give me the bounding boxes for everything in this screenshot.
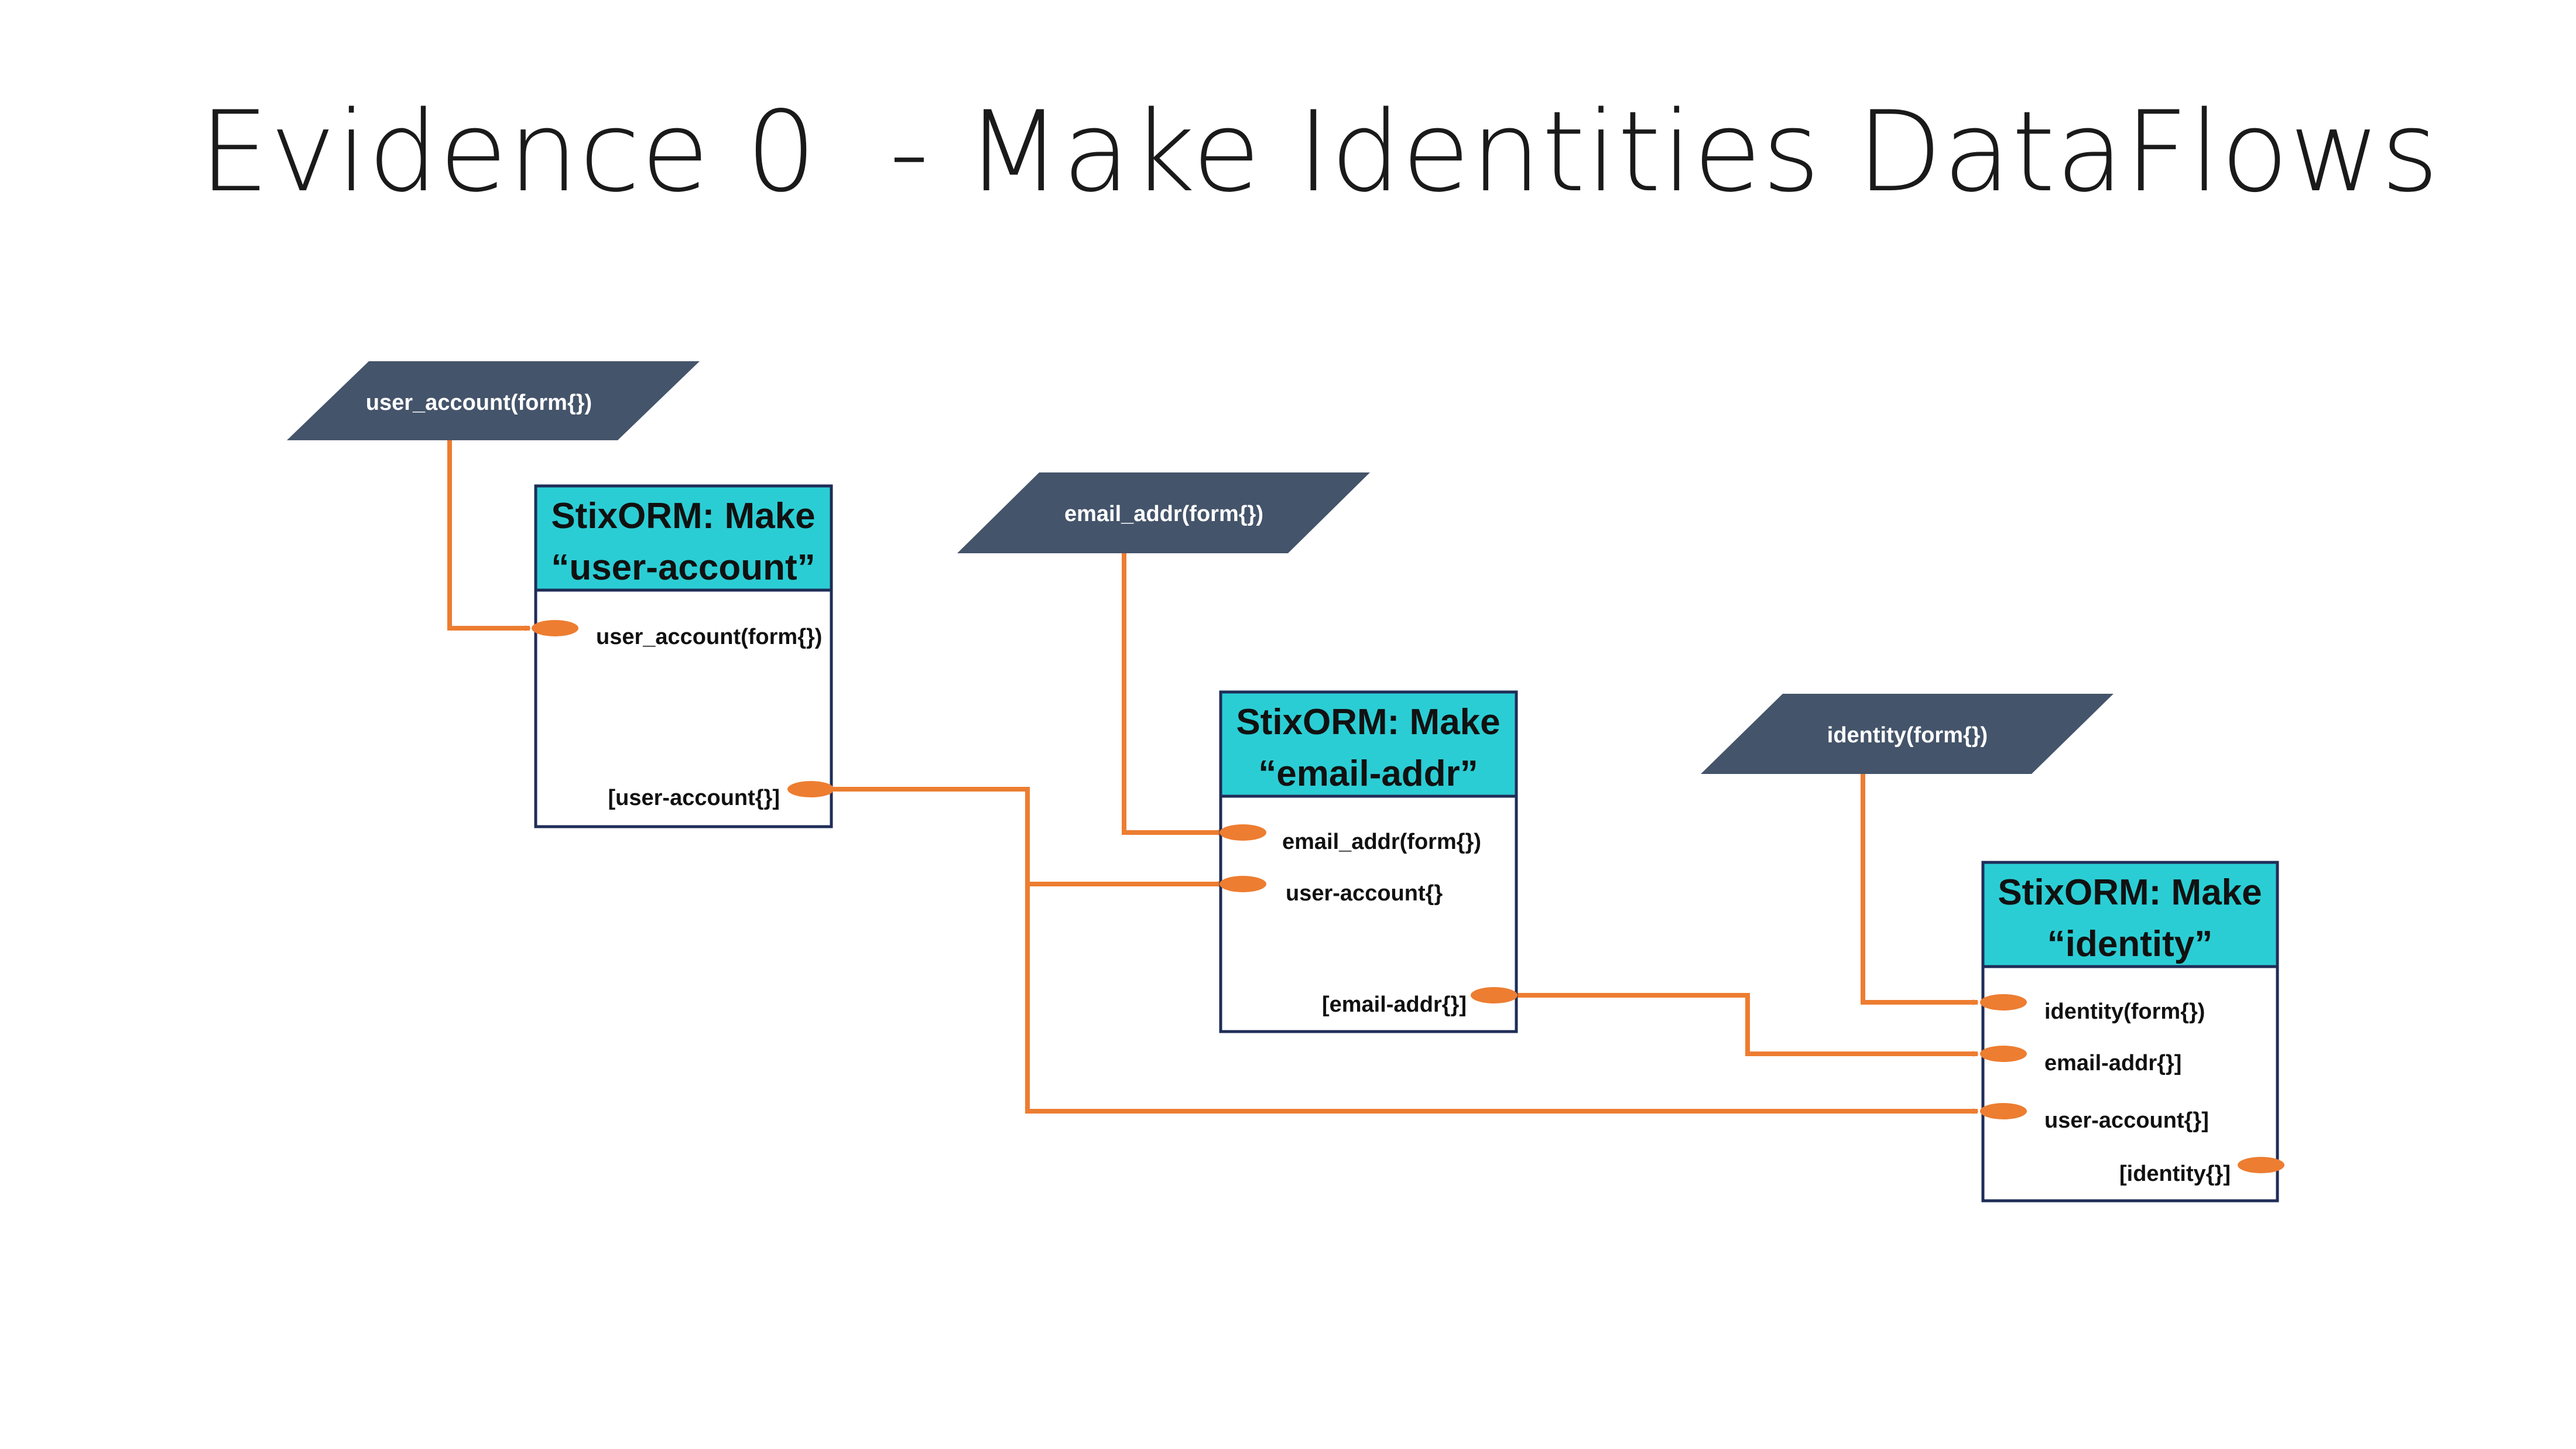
block-header-line2: “user-account”: [551, 547, 815, 588]
input-label: email_addr(form{}): [1064, 502, 1263, 526]
input-port[interactable]: [1980, 994, 2027, 1010]
block-email-addr: StixORM: Make “email-addr” email_addr(fo…: [1219, 690, 1518, 1033]
port-label: [user-account{}]: [608, 786, 780, 810]
port-label: user-account{}: [1286, 881, 1443, 906]
input-user-account: user_account(form{}): [287, 361, 700, 440]
block-header-line1: StixORM: Make: [1998, 872, 2262, 913]
connector-ua-input-to-ua-block: [447, 440, 531, 631]
block-identity: StixORM: Make “identity” identity(form{}…: [1980, 861, 2284, 1203]
connectors: [447, 440, 1979, 1114]
input-port[interactable]: [1980, 1103, 2027, 1119]
port-label: user_account(form{}): [596, 625, 822, 649]
block-header: [534, 484, 833, 592]
block-header-line1: StixORM: Make: [551, 496, 815, 536]
port-label: email_addr(form{}): [1282, 830, 1481, 854]
block-header-line1: StixORM: Make: [1236, 702, 1500, 742]
block-header: [1981, 861, 2279, 968]
input-shape: [287, 361, 700, 440]
input-label: user_account(form{}): [366, 390, 592, 415]
block-header: [1219, 690, 1518, 798]
input-label: identity(form{}): [1827, 723, 1988, 748]
port-label: email-addr{}]: [2044, 1051, 2181, 1075]
input-identity: identity(form{}): [1701, 694, 2113, 774]
input-port[interactable]: [1220, 876, 1266, 892]
input-shape: [957, 472, 1370, 553]
input-port[interactable]: [1220, 824, 1266, 841]
connector-id-input-to-id-block: [1861, 774, 1979, 1005]
input-shape: [1701, 694, 2113, 774]
input-email-addr: email_addr(form{}): [957, 472, 1370, 553]
output-port[interactable]: [2238, 1157, 2284, 1173]
connector-ua-out-to-identity-block: [1025, 884, 1979, 1114]
connector-ea-out-to-identity-block: [1493, 993, 1979, 1057]
output-port[interactable]: [787, 781, 834, 797]
connector-ua-out-to-ea-block: [811, 787, 1224, 887]
slide-title: Evidence 0 - Make Identities DataFlows: [199, 87, 2440, 217]
output-port[interactable]: [1471, 987, 1517, 1003]
connector-ea-input-to-ea-block: [1122, 553, 1224, 835]
input-port[interactable]: [532, 620, 578, 636]
port-label: user-account{}]: [2044, 1108, 2209, 1133]
port-label: identity(form{}): [2044, 999, 2205, 1024]
port-label: [identity{}]: [2119, 1162, 2231, 1186]
block-user-account: StixORM: Make “user-account” user_accoun…: [532, 484, 834, 828]
port-label: [email-addr{}]: [1322, 992, 1467, 1017]
input-port[interactable]: [1980, 1046, 2027, 1062]
block-header-line2: “email-addr”: [1258, 753, 1478, 794]
block-header-line2: “identity”: [2047, 924, 2212, 964]
